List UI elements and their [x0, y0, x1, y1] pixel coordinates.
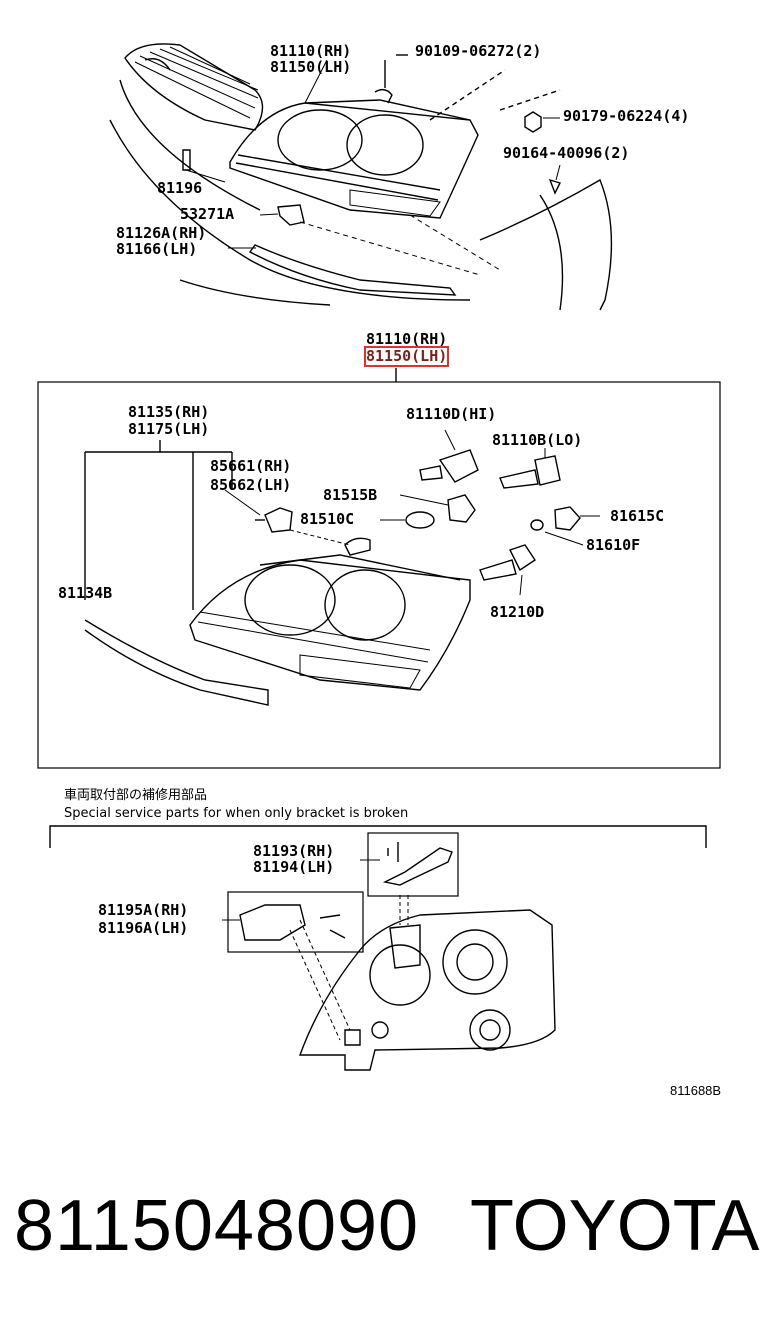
label-bulb-2: 81610F — [586, 536, 641, 554]
label-socket-rh: 85661(RH) — [210, 457, 292, 475]
label-bracket-a-lh: 81194(LH) — [253, 858, 335, 876]
assembly-title-rh: 81110(RH) — [366, 330, 448, 348]
label-bracket-b-lh: 81196A(LH) — [98, 919, 189, 937]
label-trim-rh: 81126A(RH) — [116, 224, 207, 242]
assembly-title-lh-highlighted[interactable]: 81150(LH) — [363, 346, 450, 367]
label-unit-rh: 81135(RH) — [128, 403, 210, 421]
vehicle-front-view — [109, 43, 613, 311]
label-lamp-rh: 81110(RH) — [270, 42, 352, 60]
label-nut: 90179-06224(4) — [563, 107, 690, 125]
diagram-code: 811688B — [670, 1083, 722, 1098]
service-parts-section — [49, 825, 707, 1071]
label-bolt: 90109-06272(2) — [415, 42, 542, 60]
label-bulb-1: 81510C — [300, 510, 355, 528]
service-title-jp: 車両取付部の補修用部品 — [64, 788, 208, 803]
label-trim: 81134B — [58, 584, 113, 602]
label-holder-1: 81515B — [323, 486, 378, 504]
label-bracket-a-rh: 81193(RH) — [253, 842, 335, 860]
label-screw: 90164-40096(2) — [503, 144, 630, 162]
label-holder-2: 81615C — [610, 507, 665, 525]
label-clip: 81196 — [157, 179, 203, 197]
label-socket-lh: 85662(LH) — [210, 476, 292, 494]
label-unit-lh: 81175(LH) — [128, 420, 210, 438]
label-bulb-lo: 81110B(LO) — [492, 431, 583, 449]
brand-name: TOYOTA — [470, 1186, 760, 1266]
label-lamp-lh: 81150(LH) — [270, 58, 352, 76]
part-number: 8115048090 — [14, 1186, 420, 1266]
label-bracket: 53271A — [180, 205, 235, 223]
service-title-en: Special service parts for when only brac… — [64, 806, 409, 821]
headlamp-assembly-frame — [37, 368, 721, 769]
label-bracket-b-rh: 81195A(RH) — [98, 901, 189, 919]
label-bulb-3: 81210D — [490, 603, 545, 621]
label-bulb-hi: 81110D(HI) — [406, 405, 497, 423]
label-trim-lh: 81166(LH) — [116, 240, 198, 258]
